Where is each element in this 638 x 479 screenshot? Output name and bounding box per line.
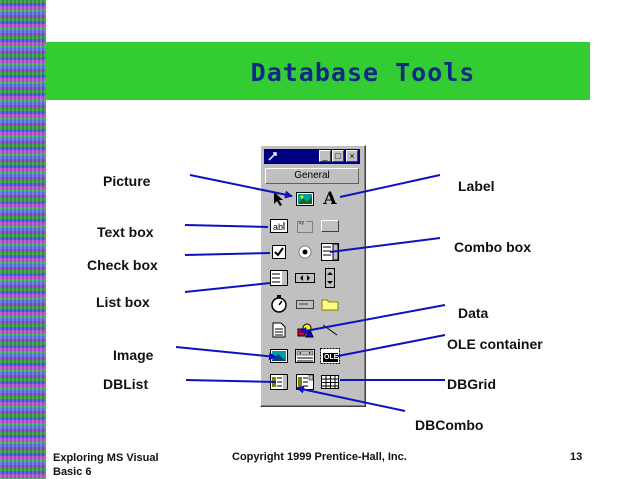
arrow-combo-box xyxy=(329,237,441,253)
file-icon xyxy=(272,322,286,338)
arrow-picture xyxy=(189,174,293,199)
frame-icon: xy xyxy=(297,219,313,233)
callout-text-box: Text box xyxy=(97,224,154,240)
maximize-button[interactable]: □ xyxy=(332,150,344,162)
arrow-text-box xyxy=(184,224,269,228)
label-tool[interactable]: A xyxy=(323,189,337,209)
svg-text:ab: ab xyxy=(273,222,283,232)
data-tool[interactable] xyxy=(294,346,316,366)
dbgrid-tool[interactable] xyxy=(319,372,341,392)
svg-text:xy: xy xyxy=(299,220,305,226)
arrow-label xyxy=(339,174,441,198)
callout-picture: Picture xyxy=(103,173,151,189)
arrow-check-box xyxy=(184,252,271,256)
vscrollbar-tool[interactable] xyxy=(319,268,341,288)
command-button-icon xyxy=(321,220,339,232)
footer-course-title: Exploring MS Visual Basic 6 xyxy=(53,451,159,479)
option-button-tool[interactable] xyxy=(294,242,316,262)
drive-list-tool[interactable] xyxy=(294,294,316,314)
close-button[interactable]: × xyxy=(346,150,358,162)
list-box-icon xyxy=(270,270,288,286)
arrow-dbcombo xyxy=(296,385,406,412)
arrow-image xyxy=(175,346,277,361)
footer-course-line1: Exploring MS Visual xyxy=(53,452,159,464)
toolbox-window-icon xyxy=(268,152,277,161)
ole-tool[interactable]: OLE xyxy=(319,346,341,366)
textbox-icon: ab xyxy=(270,219,288,233)
picture-tool[interactable] xyxy=(294,189,316,209)
tab-general[interactable]: General xyxy=(265,168,359,184)
callout-combo-box: Combo box xyxy=(454,239,531,255)
callout-check-box: Check box xyxy=(87,257,158,273)
callout-dblist: DBList xyxy=(103,376,149,392)
timer-tool[interactable] xyxy=(268,294,290,314)
checkbox-tool[interactable] xyxy=(268,242,290,262)
list-box-tool[interactable] xyxy=(268,268,290,288)
toolbox-window: _ □ × General A ab xy xyxy=(260,145,366,407)
folder-icon xyxy=(321,299,339,311)
pointer-arrow-icon xyxy=(274,192,283,206)
drive-icon xyxy=(296,300,314,309)
hscrollbar-tool[interactable] xyxy=(294,268,316,288)
decorative-stripe-band xyxy=(0,0,46,479)
hscrollbar-icon xyxy=(295,273,315,283)
stopwatch-icon xyxy=(271,295,287,313)
page-title: Database Tools xyxy=(250,58,476,87)
arrow-dblist xyxy=(185,379,277,383)
callout-dbgrid: DBGrid xyxy=(447,376,496,392)
callout-dbcombo: DBCombo xyxy=(415,417,484,433)
ole-glyph: OLE xyxy=(324,354,339,361)
callout-ole-container: OLE container xyxy=(447,336,543,352)
page-number: 13 xyxy=(570,451,583,463)
file-list-tool[interactable] xyxy=(268,320,290,340)
callout-label: Label xyxy=(458,178,495,194)
grid-icon xyxy=(321,375,339,389)
callout-image: Image xyxy=(113,347,154,363)
minimize-button[interactable]: _ xyxy=(319,150,331,162)
arrow-data xyxy=(299,304,446,335)
data-control-icon xyxy=(295,349,315,363)
callout-list-box: List box xyxy=(96,294,150,310)
footer-copyright: Copyright 1999 Prentice-Hall, Inc. xyxy=(232,451,407,463)
vscrollbar-icon xyxy=(325,268,335,288)
picture-box-icon xyxy=(296,192,314,206)
radio-icon xyxy=(298,245,312,259)
footer-course-line2: Basic 6 xyxy=(53,466,92,478)
ole-icon xyxy=(320,348,340,364)
command-button-tool[interactable] xyxy=(319,216,341,236)
title-band: Database Tools xyxy=(46,42,590,100)
callout-data: Data xyxy=(458,305,489,321)
arrow-list-box xyxy=(184,282,271,293)
checkbox-icon xyxy=(272,245,286,259)
frame-tool[interactable]: xy xyxy=(294,216,316,236)
arrow-ole-container xyxy=(337,334,446,357)
dir-list-tool[interactable] xyxy=(319,294,341,314)
toolbox-titlebar: _ □ × xyxy=(264,149,360,164)
pointer-tool[interactable] xyxy=(268,189,290,209)
textbox-tool[interactable]: ab xyxy=(268,216,290,236)
